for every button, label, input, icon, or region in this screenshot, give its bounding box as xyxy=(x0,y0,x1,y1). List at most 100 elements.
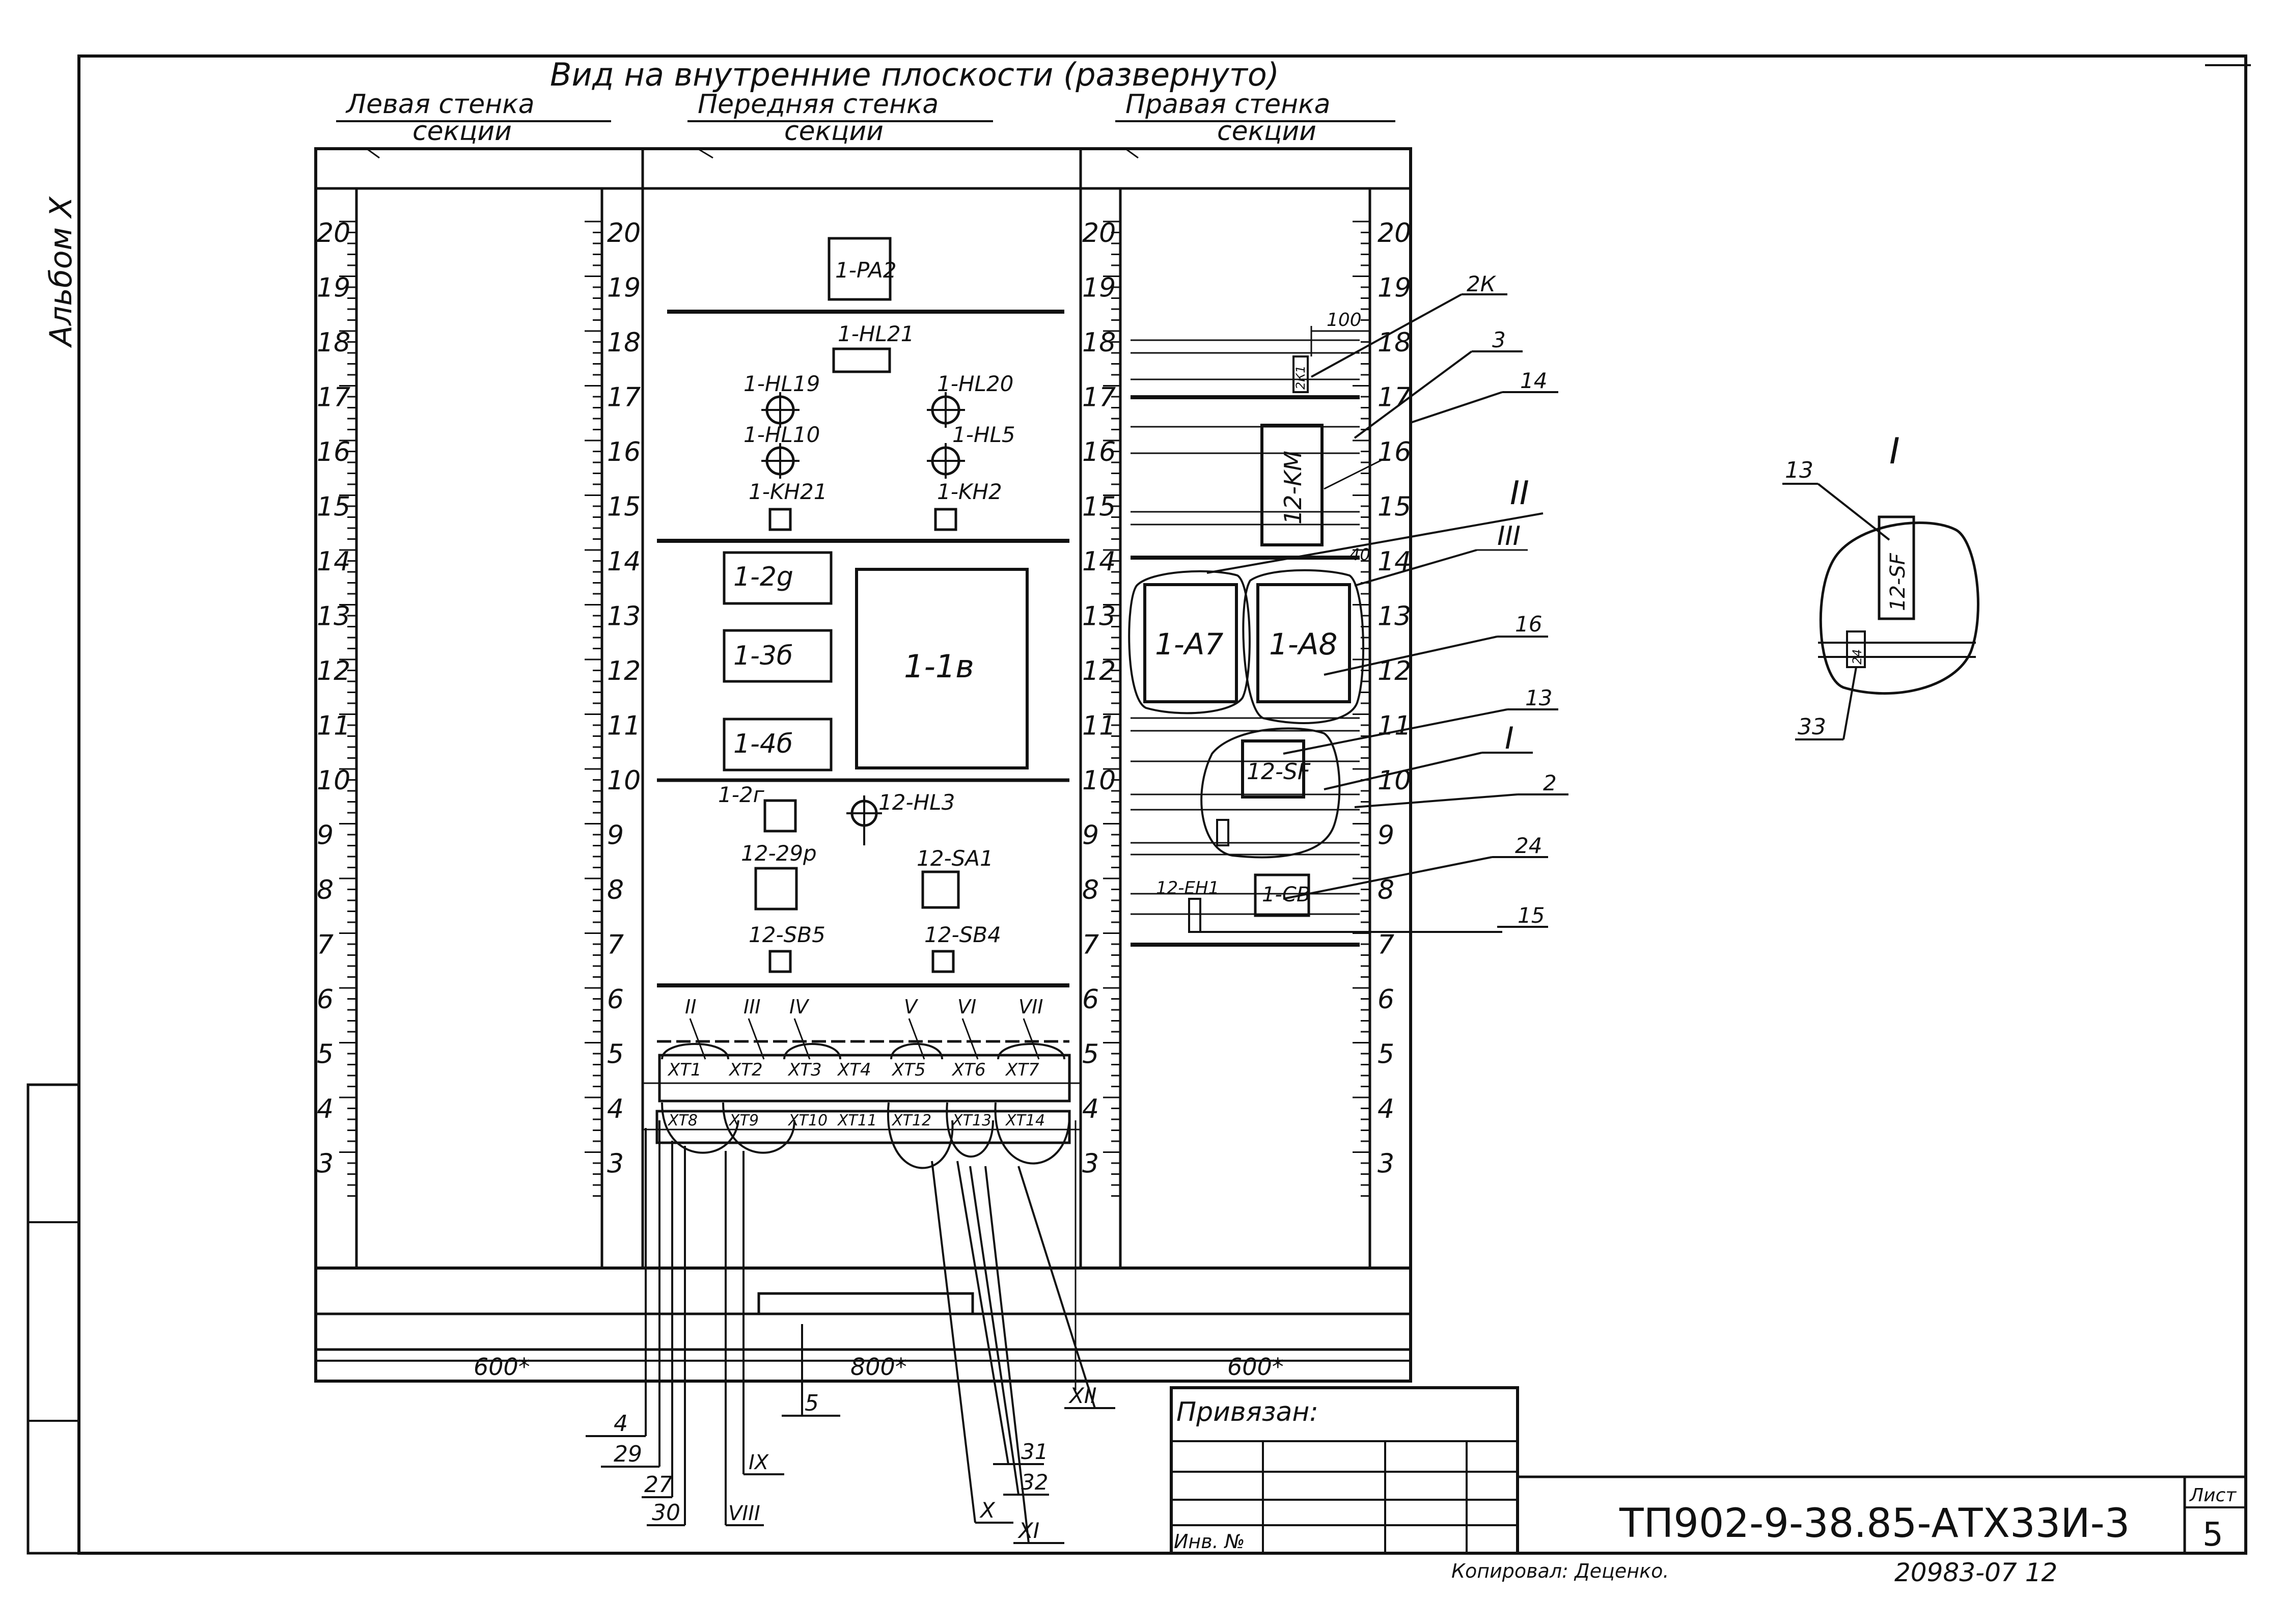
copied-by: Копировал: Деценко. xyxy=(1451,1560,1669,1582)
scale-label: 5 xyxy=(1378,1039,1394,1070)
view-title: Вид на внутренние плоскости (развернуто) xyxy=(550,56,1279,93)
scale-label: 19 xyxy=(607,273,641,304)
bottom-32: 32 xyxy=(1021,1470,1048,1495)
scale-label: 20 xyxy=(607,218,641,249)
sheet-label: Лист xyxy=(2189,1485,2237,1506)
terminal-group-label: III xyxy=(743,996,761,1018)
km-contactor xyxy=(1260,424,1324,546)
pa2-label: 1-PA2 xyxy=(835,258,897,283)
cb-device xyxy=(1254,873,1310,917)
detail-view-I xyxy=(1782,483,1979,740)
scale-label: 20 xyxy=(1378,218,1411,249)
device-1-2r-label: 1-2г xyxy=(718,782,765,807)
scale-label: 9 xyxy=(607,820,624,851)
terminal-label: XT12 xyxy=(891,1112,931,1130)
callout-2k: 2К xyxy=(1467,271,1497,296)
sa1-label: 12-SA1 xyxy=(917,846,994,871)
sf-breaker xyxy=(1241,739,1305,799)
cabinet-outline xyxy=(314,147,1412,1383)
bottom-27: 27 xyxy=(644,1472,673,1498)
scale-label: 20 xyxy=(1082,218,1116,249)
scale-label: 18 xyxy=(1378,327,1411,358)
bottom-31: 31 xyxy=(1021,1439,1048,1464)
kh21-button xyxy=(768,508,792,531)
terminal-label: XT3 xyxy=(787,1060,822,1080)
scale-label: 19 xyxy=(1082,273,1116,304)
scale-label: 8 xyxy=(607,875,624,905)
sb4-button xyxy=(931,950,955,973)
scale-label: 18 xyxy=(317,327,350,358)
scale-label: 3 xyxy=(1082,1149,1099,1179)
scale-label: 20 xyxy=(317,218,350,249)
scale-label: 12 xyxy=(1378,656,1411,686)
terminal-group-leader xyxy=(961,1018,979,1060)
dim-600-left: 600* xyxy=(474,1353,530,1381)
album-label: Альбом X xyxy=(43,196,79,348)
kh2-button xyxy=(934,508,957,531)
terminal-group-leader xyxy=(1023,1018,1040,1060)
kh21-label: 1-KH21 xyxy=(749,479,827,504)
terminal-label: XT11 xyxy=(837,1112,877,1130)
scale-label: 18 xyxy=(607,327,641,358)
scale-label: 7 xyxy=(317,930,334,960)
bottom-XI: XI xyxy=(1017,1518,1039,1543)
scale-label: 6 xyxy=(317,984,334,1015)
terminal-label: XT10 xyxy=(787,1112,828,1130)
bottom-XII: XII xyxy=(1068,1383,1097,1408)
bottom-30: 30 xyxy=(652,1500,680,1526)
callout-15: 15 xyxy=(1518,903,1545,928)
eh1-heater xyxy=(1188,898,1201,933)
callout-II: II xyxy=(1510,475,1529,512)
sb4-label: 12-SB4 xyxy=(924,922,1001,947)
terminal-label: XT2 xyxy=(728,1060,763,1080)
left-wall-label: Левая стенка xyxy=(345,89,535,120)
scale-label: 19 xyxy=(317,273,350,304)
sa1-switch xyxy=(921,870,960,909)
scale-label: 18 xyxy=(1082,327,1116,358)
scale-label: 14 xyxy=(607,546,641,577)
scale-label: 6 xyxy=(607,984,624,1015)
device-12-29p-label: 12-29р xyxy=(741,841,817,866)
dim-100-label: 100 xyxy=(1327,310,1362,331)
terminal-label: XT1 xyxy=(667,1060,702,1080)
callout-leaders xyxy=(1194,293,1568,933)
scale-label: 11 xyxy=(1378,711,1411,741)
scale-label: 3 xyxy=(1378,1149,1394,1179)
block-1-1v xyxy=(855,568,1029,769)
block-1-4b-label: 1-4б xyxy=(733,729,793,759)
terminal-label: XT7 xyxy=(1005,1060,1039,1080)
sheet-number: 5 xyxy=(2202,1516,2223,1554)
scale-label: 5 xyxy=(1082,1039,1099,1070)
detail-33: 33 xyxy=(1798,714,1826,740)
2k1-element xyxy=(1292,355,1309,393)
scale-label: 11 xyxy=(607,711,641,741)
scale-label: 13 xyxy=(1082,601,1116,632)
bottom-IX: IX xyxy=(749,1451,769,1474)
bottom-X: X xyxy=(979,1498,996,1523)
hl20-label: 1-HL20 xyxy=(937,371,1013,396)
scale-label: 7 xyxy=(607,930,624,960)
scale-label: 3 xyxy=(317,1149,334,1179)
scale-label: 8 xyxy=(1082,875,1099,905)
block-1-2g-label: 1-2g xyxy=(733,562,793,592)
document-code: ТП902-9-38.85-АТХ33И-3 xyxy=(1619,1501,2130,1547)
a7-label: 1-A7 xyxy=(1155,627,1224,662)
inv-no-label: Инв. № xyxy=(1174,1530,1245,1553)
archive-number: 20983-07 12 xyxy=(1894,1558,2057,1587)
hl10-label: 1-HL10 xyxy=(743,422,820,447)
terminal-group-leader xyxy=(793,1018,811,1060)
scale-rulers: 2019181716151413121110987654320191817161… xyxy=(317,218,1411,1197)
scale-label: 12 xyxy=(317,656,350,686)
scale-label: 16 xyxy=(1082,437,1116,467)
terminal-group-label: IV xyxy=(789,996,810,1018)
scale-label: 13 xyxy=(317,601,350,632)
a8-device xyxy=(1256,583,1351,703)
scale-label: 8 xyxy=(317,875,334,905)
hl5-label: 1-HL5 xyxy=(952,422,1015,447)
block-1-3b-label: 1-3б xyxy=(733,641,793,671)
scale-label: 5 xyxy=(607,1039,624,1070)
a7-device xyxy=(1143,583,1238,703)
device-1-2r xyxy=(763,799,797,833)
scale-label: 13 xyxy=(607,601,641,632)
